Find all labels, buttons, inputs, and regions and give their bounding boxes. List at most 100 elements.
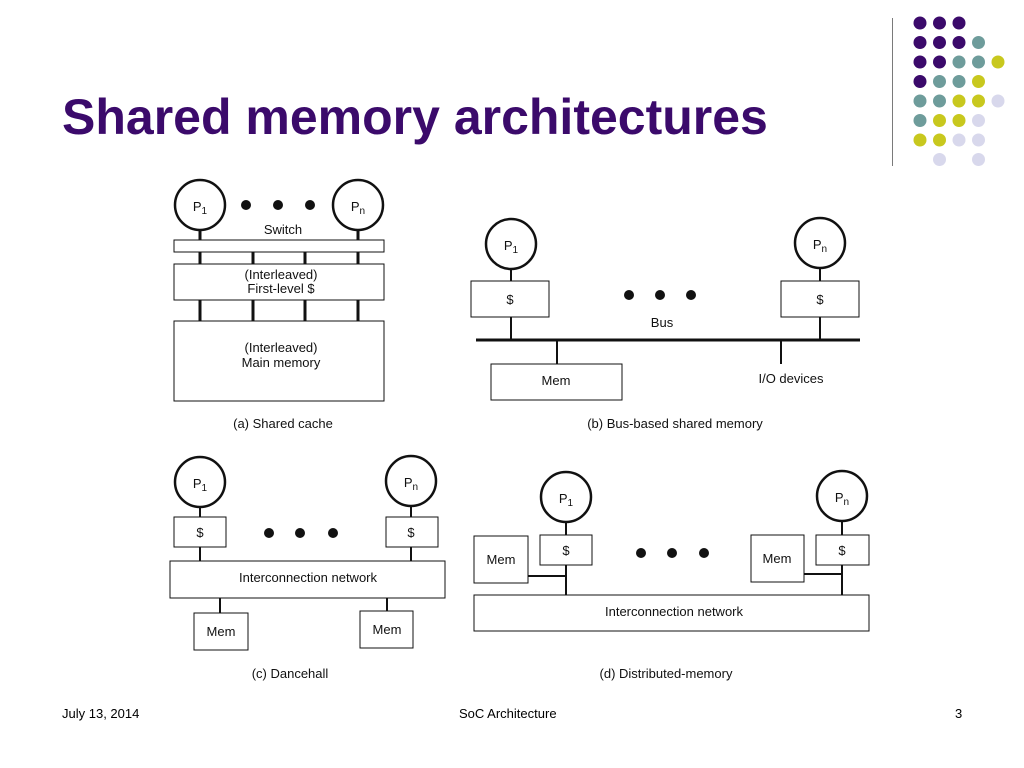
decor-dot: [972, 36, 985, 49]
decor-dot: [972, 75, 985, 88]
memory-box: [490, 363, 623, 401]
decor-dot: [933, 133, 946, 147]
processor-pn-node: [331, 178, 385, 232]
cache-box-p1: [173, 516, 227, 548]
memory-label: Mem: [542, 373, 571, 388]
decor-dot: [933, 75, 946, 88]
diagram-bus-based: P1 Pn $ $ Bus Mem I/O devices (b) Bus-ba…: [470, 216, 860, 431]
ellipsis-dots: [624, 290, 696, 300]
svg-text:P1: P1: [559, 491, 574, 509]
decor-dot: [913, 36, 927, 49]
decor-dot: [972, 133, 985, 147]
decor-dot: [952, 133, 966, 147]
cache-box-pn: [815, 534, 870, 566]
main-memory-box: [173, 320, 385, 402]
decor-dot: [933, 94, 946, 108]
processor-pn-label: P: [404, 475, 413, 490]
cache-label-p1: $: [562, 543, 570, 558]
processor-p1-label: P: [193, 476, 202, 491]
slide-title: Shared memory architectures: [62, 89, 768, 145]
ellipsis-dots: [636, 548, 709, 558]
decor-dot: [952, 75, 966, 88]
processor-pn-label: P: [813, 237, 822, 252]
processor-pn-node: [815, 469, 869, 523]
memory-line2: Main memory: [242, 355, 321, 370]
cache-box-p1: [470, 280, 550, 318]
cache-box-pn: [385, 516, 439, 548]
decor-dot: [913, 75, 927, 88]
caption-d: (d) Distributed-memory: [600, 666, 733, 681]
processor-p1-node: [173, 455, 227, 509]
memory-box-1: [193, 612, 249, 651]
memory-label-1: Mem: [207, 624, 236, 639]
processor-p1-node: [484, 217, 538, 271]
ellipsis-dots: [264, 528, 338, 538]
cache-label-p1: $: [196, 525, 204, 540]
decor-dot: [991, 55, 1005, 69]
processor-p1-label: P: [504, 238, 513, 253]
diagram-dancehall: P1 Pn $ $ Interconnection network Mem Me…: [169, 454, 446, 681]
decor-dot: [913, 94, 927, 108]
decor-dot: [933, 153, 946, 166]
svg-text:Pn: Pn: [835, 490, 849, 508]
footer-date: July 13, 2014: [62, 706, 140, 721]
caption-b: (b) Bus-based shared memory: [587, 416, 763, 431]
decor-dot: [952, 36, 966, 49]
svg-text:P1: P1: [193, 199, 208, 217]
io-devices-label: I/O devices: [758, 371, 824, 386]
decor-dot: [933, 114, 946, 127]
decor-dot: [972, 114, 985, 127]
first-level-cache-box: [173, 263, 385, 301]
caption-c: (c) Dancehall: [252, 666, 329, 681]
processor-pn-node: [793, 216, 847, 270]
ellipsis-dots: [241, 200, 315, 210]
memory-box-2: [359, 610, 414, 649]
decor-dot: [913, 114, 927, 127]
cache-label-pn: $: [407, 525, 415, 540]
decor-dot: [933, 36, 946, 49]
cache-label-pn: $: [838, 543, 846, 558]
diagram-distributed-memory: P1 Pn Mem $ Mem $ Interconnection networ…: [473, 469, 870, 681]
title-divider: [892, 18, 893, 166]
processor-p1-node: [173, 178, 227, 232]
diagram-shared-cache: P1 Pn Switch (Interleaved) First-level $…: [173, 178, 385, 431]
svg-text:Pn: Pn: [404, 475, 418, 493]
svg-text:P1: P1: [504, 238, 519, 256]
switch-bar: [173, 239, 385, 253]
network-label: Interconnection network: [239, 570, 378, 585]
decor-dot: [952, 114, 966, 127]
processor-pn-node: [384, 454, 438, 508]
network-label: Interconnection network: [605, 604, 744, 619]
decor-dot: [913, 133, 927, 147]
cache-box-p1: [539, 534, 593, 566]
cache-label-pn: $: [816, 292, 824, 307]
decor-dot: [972, 94, 985, 108]
processor-pn-label: P: [835, 490, 844, 505]
decor-dot: [913, 55, 927, 69]
cache-line1: (Interleaved): [245, 267, 318, 282]
cache-line2: First-level $: [247, 281, 315, 296]
caption-a: (a) Shared cache: [233, 416, 333, 431]
decor-dot: [952, 55, 966, 69]
memory-label-2: Mem: [373, 622, 402, 637]
switch-label: Switch: [264, 222, 302, 237]
decorative-dot-grid: [913, 16, 1005, 166]
interconnection-network-box: [473, 594, 870, 632]
decor-dot: [972, 55, 985, 69]
decor-dot: [991, 94, 1005, 108]
decor-dot: [972, 153, 985, 166]
memory-label-2: Mem: [763, 551, 792, 566]
cache-box-pn: [780, 280, 860, 318]
interconnection-network-box: [169, 560, 446, 599]
decor-dot: [952, 94, 966, 108]
memory-line1: (Interleaved): [245, 340, 318, 355]
processor-p1-label: P: [559, 491, 568, 506]
decor-dot: [952, 16, 966, 30]
svg-text:P1: P1: [193, 476, 208, 494]
svg-text:Pn: Pn: [351, 199, 365, 217]
processor-pn-label: P: [351, 199, 360, 214]
cache-label-p1: $: [506, 292, 514, 307]
svg-text:Pn: Pn: [813, 237, 827, 255]
processor-p1-node: [539, 470, 593, 524]
bus-label: Bus: [651, 315, 674, 330]
